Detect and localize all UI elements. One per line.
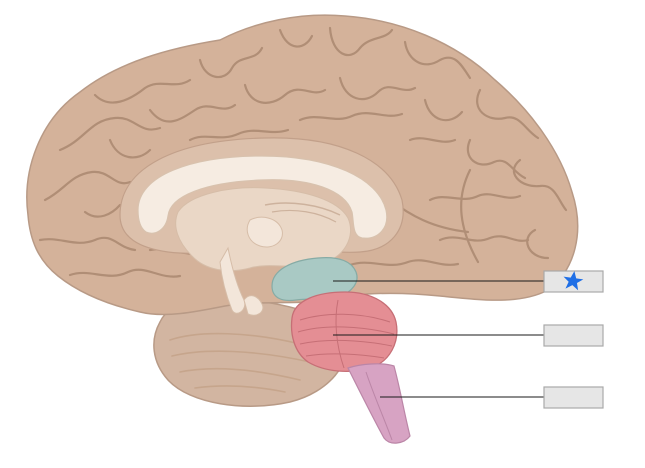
label-box-1[interactable]: [543, 270, 604, 293]
hypothalamus-region: [219, 246, 264, 316]
diencephalon: [175, 187, 352, 272]
label-box-3[interactable]: [543, 386, 604, 409]
label-box-2[interactable]: [543, 324, 604, 347]
star-icon: [563, 271, 584, 291]
pons: [290, 291, 398, 372]
medulla-oblongata: [347, 363, 411, 444]
corpus-callosum: [137, 155, 388, 239]
midbrain: [271, 257, 358, 302]
